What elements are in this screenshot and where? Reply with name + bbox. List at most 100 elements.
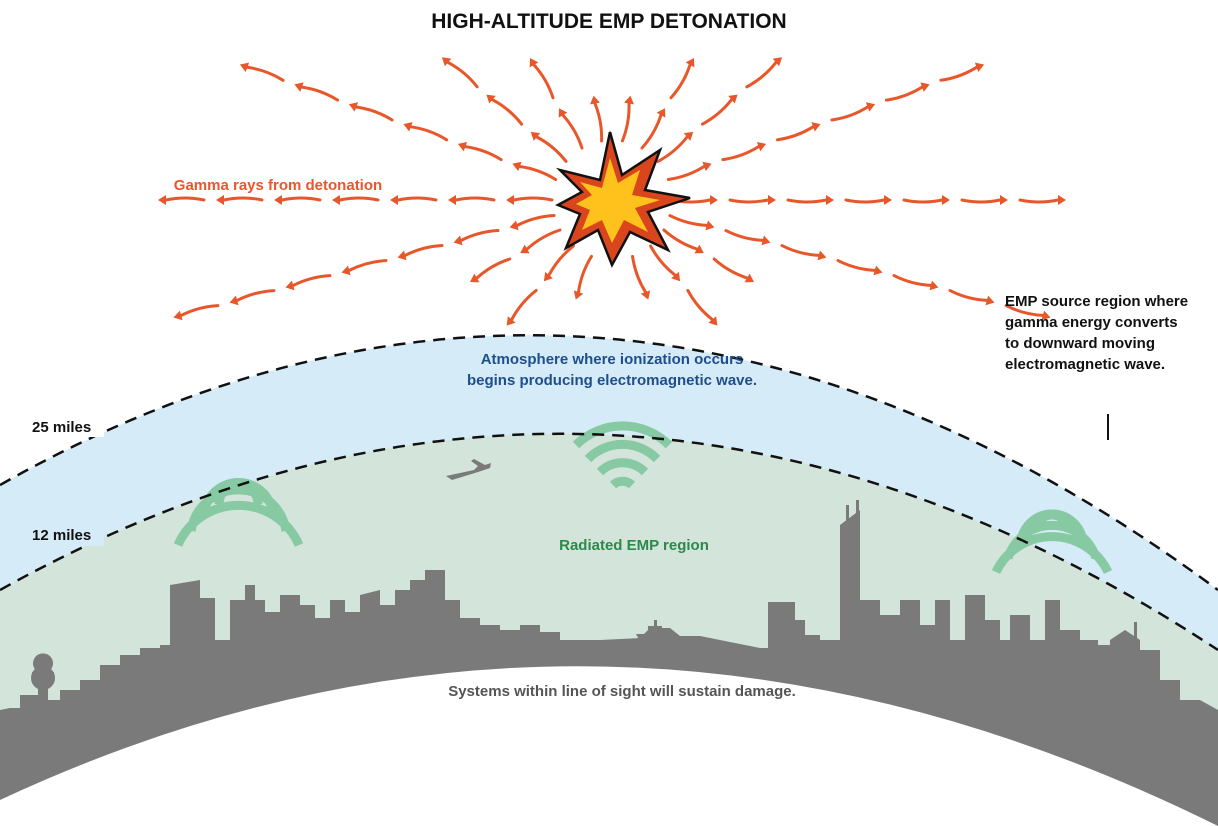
gamma-ray-arrowhead: [694, 244, 704, 254]
gamma-ray-arrow: [939, 65, 979, 82]
gamma-ray-arrow: [712, 257, 749, 280]
signal-wave-icon: [572, 421, 673, 489]
earth-surface: [0, 666, 1218, 826]
gamma-ray-arrowhead: [873, 265, 883, 276]
source-region-label-line1: EMP source region where: [1005, 293, 1188, 310]
atmosphere-label-line2: begins producing electromagnetic wave.: [467, 372, 757, 389]
gamma-ray-arrow: [620, 101, 631, 143]
gamma-ray-arrowhead: [744, 273, 755, 283]
gamma-ray-arrow: [780, 244, 821, 257]
gamma-ray-arrowhead: [506, 316, 516, 326]
gamma-ray-arrowhead: [683, 131, 694, 141]
gamma-ray-arrowhead: [640, 290, 651, 300]
gamma-ray-arrow: [532, 63, 555, 100]
gamma-ray-arrowhead: [1041, 310, 1051, 321]
gamma-ray-arrowhead: [685, 57, 695, 68]
gamma-ray-arrowhead: [441, 57, 452, 67]
gamma-ray-arrow: [724, 229, 765, 242]
gamma-ray-arrowhead: [229, 295, 239, 306]
gamma-ray-arrow: [490, 98, 524, 126]
gamma-ray-arrow: [948, 289, 989, 302]
gamma-rays: [158, 57, 1066, 326]
gamma-ray-arrowhead: [884, 195, 892, 205]
gamma-ray-arrowhead: [294, 82, 304, 92]
gamma-ray-arrow: [902, 198, 944, 204]
gamma-ray-arrow: [830, 105, 870, 122]
gamma-ray-arrowhead: [702, 161, 712, 172]
gamma-ray-arrowhead: [1000, 195, 1008, 205]
gamma-ray-arrowhead: [671, 271, 681, 282]
gamma-ray-arrowhead: [728, 94, 738, 104]
gamma-ray-arrowhead: [761, 235, 771, 246]
gamma-ray-arrow: [640, 113, 663, 150]
gamma-ray-arrow: [649, 244, 677, 277]
source-region-label-line4: electromagnetic wave.: [1005, 356, 1165, 373]
gamma-ray-arrowhead: [920, 82, 930, 92]
gamma-ray-arrowhead: [573, 290, 584, 300]
gamma-ray-arrow: [721, 145, 761, 162]
gamma-ray-arrowhead: [708, 316, 718, 326]
altitude-25-label: 25 miles: [32, 419, 91, 436]
altitude-12-label: 12 miles: [32, 527, 91, 544]
gamma-ray-arrow: [403, 244, 444, 257]
gamma-ray-arrow: [745, 60, 778, 89]
gamma-ray-arrow: [475, 257, 512, 280]
gamma-ray-arrow: [280, 196, 322, 202]
gamma-ray-arrow: [786, 198, 828, 204]
gamma-ray-arrowhead: [826, 195, 834, 205]
gamma-ray-arrowhead: [390, 195, 398, 205]
gamma-ray-arrow: [547, 244, 575, 277]
gamma-ray-arrow: [446, 60, 479, 89]
gamma-ray-arrow: [525, 228, 562, 251]
gamma-ray-arrow: [179, 304, 220, 317]
gamma-ray-arrow: [686, 288, 714, 322]
gamma-ray-arrow: [235, 289, 276, 302]
gamma-ray-arrow: [291, 274, 332, 287]
gamma-ray-arrowhead: [274, 195, 282, 205]
gamma-ray-arrowhead: [768, 195, 776, 205]
gamma-ray-arrow: [409, 125, 449, 142]
gamma-ray-arrowhead: [239, 62, 250, 72]
gamma-ray-arrow: [656, 135, 689, 163]
source-region-label-line3: to downward moving: [1005, 335, 1155, 352]
gamma-ray-arrow: [700, 98, 734, 126]
gamma-ray-arrowhead: [506, 195, 514, 205]
gamma-ray-arrow: [1004, 304, 1045, 317]
source-region-label-line2: gamma energy converts: [1005, 314, 1178, 331]
gamma-ray-arrowhead: [530, 131, 541, 141]
gamma-ray-arrow: [561, 113, 584, 150]
gamma-ray-arrowhead: [341, 265, 351, 276]
gamma-ray-arrowhead: [590, 95, 600, 105]
gamma-ray-arrow: [775, 125, 815, 142]
gamma-ray-arrowhead: [457, 141, 468, 152]
gamma-ray-arrowhead: [469, 273, 480, 283]
gamma-ray-arrow: [222, 196, 264, 202]
gamma-ray-arrow: [454, 196, 496, 202]
gamma-ray-arrow: [347, 259, 388, 272]
damage-label: Systems within line of sight will sustai…: [448, 683, 796, 700]
line-25-miles: [0, 334, 1218, 592]
page-title: HIGH-ALTITUDE EMP DETONATION: [431, 10, 786, 33]
gamma-ray-arrow: [836, 259, 877, 272]
label-bg-25: [28, 415, 104, 437]
gamma-ray-arrow: [515, 214, 556, 227]
gamma-ray-arrow: [728, 198, 770, 204]
gamma-ray-arrowhead: [509, 220, 519, 231]
gamma-ray-arrow: [354, 105, 394, 122]
gamma-ray-arrow: [463, 145, 503, 162]
gamma-ray-arrowhead: [985, 295, 995, 306]
gamma-ray-arrowhead: [942, 195, 950, 205]
gamma-ray-arrowhead: [929, 280, 939, 291]
label-bg-12: [28, 524, 104, 546]
gamma-ray-arrowhead: [285, 280, 295, 291]
gamma-ray-arrowhead: [173, 310, 183, 321]
gamma-ray-arrowhead: [448, 195, 456, 205]
gamma-ray-arrowhead: [397, 250, 407, 261]
gamma-ray-arrowhead: [1058, 195, 1066, 205]
gamma-rays-label: Gamma rays from detonation: [174, 177, 382, 194]
gamma-ray-arrow: [164, 196, 206, 202]
gamma-ray-arrow: [338, 196, 380, 202]
gamma-ray-arrow: [1018, 198, 1060, 204]
gamma-ray-arrowhead: [656, 108, 666, 118]
